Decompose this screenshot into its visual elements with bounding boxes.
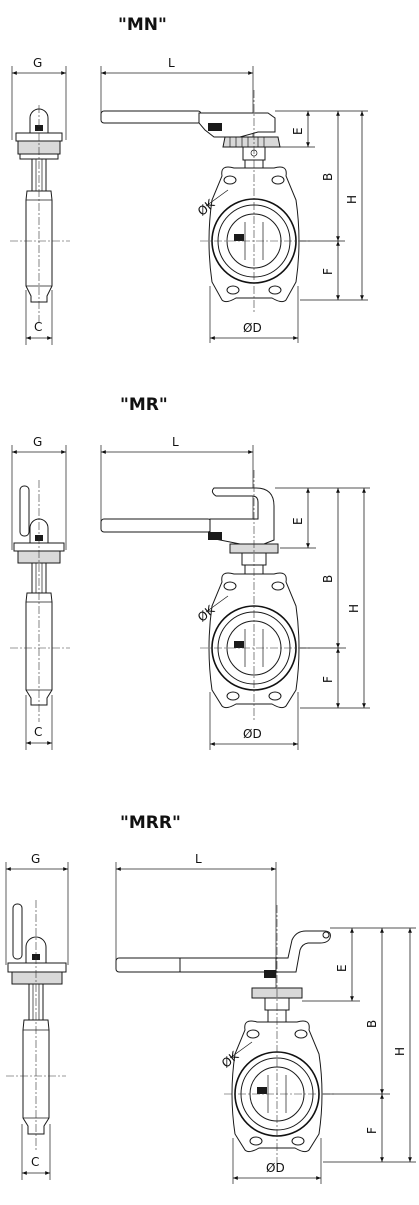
dim-l-label: L bbox=[195, 852, 202, 866]
side-view: G C bbox=[10, 435, 70, 750]
side-view: G C bbox=[5, 852, 69, 1180]
dim-f-label: F bbox=[321, 268, 335, 275]
dim-h-label: H bbox=[345, 195, 359, 204]
section-mrr: "MRR" G C L bbox=[5, 813, 416, 1184]
dim-e-label: E bbox=[291, 517, 305, 525]
section-mn: "MN" G C bbox=[10, 15, 368, 345]
dim-f-label: F bbox=[321, 676, 335, 683]
side-view: G C bbox=[10, 56, 70, 345]
dim-e-label: E bbox=[291, 127, 305, 135]
dim-e-label: E bbox=[335, 964, 349, 972]
dim-g-label: G bbox=[33, 435, 42, 449]
dim-h-label: H bbox=[393, 1047, 407, 1056]
dim-d-label: ØD bbox=[243, 321, 262, 335]
dim-b-label: B bbox=[365, 1020, 379, 1028]
section-mr: "MR" G C bbox=[10, 395, 370, 750]
section-title: "MRR" bbox=[120, 813, 181, 833]
section-title: "MN" bbox=[118, 15, 167, 35]
dim-c-label: C bbox=[31, 1155, 39, 1169]
dim-b-label: B bbox=[321, 173, 335, 181]
dim-c-label: C bbox=[34, 725, 42, 739]
dim-d-label: ØD bbox=[243, 727, 262, 741]
dim-b-label: B bbox=[321, 575, 335, 583]
front-view: L bbox=[100, 56, 368, 343]
dim-g-label: G bbox=[31, 852, 40, 866]
front-view: L ØK ØD bbox=[115, 852, 416, 1184]
dim-f-label: F bbox=[365, 1127, 379, 1134]
front-view: L ØK ØD bbox=[100, 435, 370, 750]
dim-h-label: H bbox=[347, 604, 361, 613]
section-title: "MR" bbox=[120, 395, 168, 415]
dim-l-label: L bbox=[172, 435, 179, 449]
dim-c-label: C bbox=[34, 320, 42, 334]
dim-d-label: ØD bbox=[266, 1161, 285, 1175]
dim-l-label: L bbox=[168, 56, 175, 70]
dim-g-label: G bbox=[33, 56, 42, 70]
